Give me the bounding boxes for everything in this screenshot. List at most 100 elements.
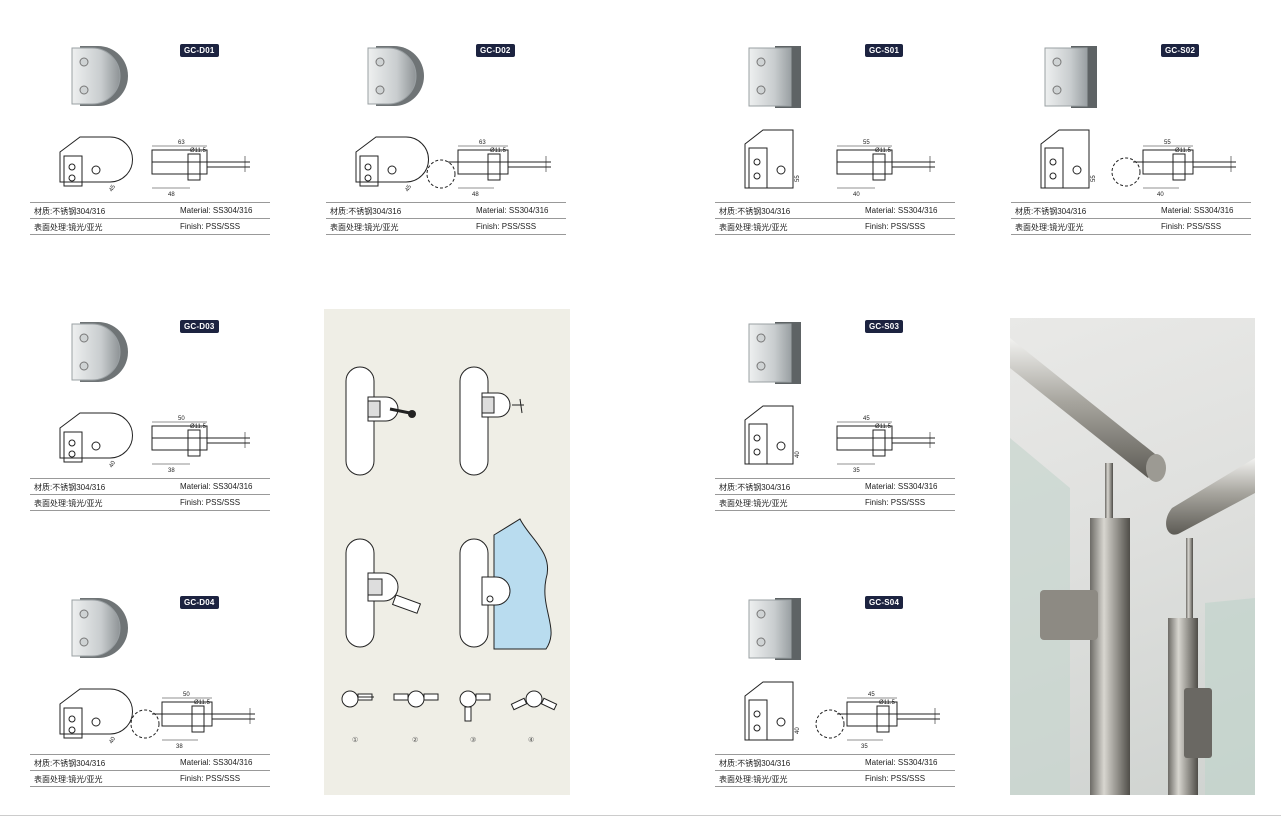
product-photo bbox=[735, 318, 815, 388]
spec-row-material: 材质:不锈钢304/316 Material: SS304/316 bbox=[715, 754, 955, 771]
dim-height: 45 bbox=[346, 170, 348, 177]
spec-table: 材质:不锈钢304/316 Material: SS304/316 表面处理:镜… bbox=[1011, 202, 1251, 235]
step-number-3: ③ bbox=[470, 736, 476, 744]
install-step-fix bbox=[459, 366, 524, 476]
install-step-glass bbox=[459, 518, 552, 650]
dim-depth: 40 bbox=[853, 192, 860, 198]
product-gc-d03: GC-D03 40 40 50 38 Ø11.5 材质:不锈钢304/316 M… bbox=[30, 318, 270, 548]
spec-row-finish: 表面处理:镜光/亚光 Finish: PSS/SSS bbox=[715, 219, 955, 235]
dim-depth: 38 bbox=[176, 744, 183, 750]
dim-radius: 45 bbox=[109, 184, 118, 193]
spec-row-finish: 表面处理:镜光/亚光 Finish: PSS/SSS bbox=[30, 495, 270, 511]
spec-table: 材质:不锈钢304/316 Material: SS304/316 表面处理:镜… bbox=[30, 754, 270, 787]
technical-drawing: 40 40 45 35 Ø11.5 bbox=[731, 398, 955, 478]
product-code-badge: GC-S01 bbox=[865, 44, 904, 57]
finish-en: Finish: PSS/SSS bbox=[180, 774, 241, 783]
product-code-badge: GC-S03 bbox=[865, 320, 904, 333]
installation-photo bbox=[1010, 318, 1255, 795]
spec-row-material: 材质:不锈钢304/316 Material: SS304/316 bbox=[326, 202, 566, 219]
dim-length: 45 bbox=[863, 416, 870, 422]
technical-drawing: 40 40 50 38 Ø11.5 bbox=[46, 674, 270, 754]
finish-en: Finish: PSS/SSS bbox=[476, 222, 537, 231]
product-code-badge: GC-D02 bbox=[476, 44, 515, 57]
product-photo bbox=[735, 42, 815, 112]
finish-en: Finish: PSS/SSS bbox=[180, 498, 241, 507]
material-cn: 材质:不锈钢304/316 bbox=[719, 483, 791, 492]
dim-hole: Ø11.5 bbox=[875, 148, 892, 154]
material-en: Material: SS304/316 bbox=[865, 482, 938, 491]
product-code-badge: GC-D01 bbox=[180, 44, 219, 57]
dim-length: 45 bbox=[868, 692, 875, 698]
dim-width: 55 bbox=[1091, 175, 1097, 182]
technical-drawing: 45 45 63 48 Ø11.5 bbox=[342, 122, 566, 202]
product-code-badge: GC-D03 bbox=[180, 320, 219, 333]
dim-length: 63 bbox=[479, 140, 486, 146]
spec-row-finish: 表面处理:镜光/亚光 Finish: PSS/SSS bbox=[1011, 219, 1251, 235]
finish-en: Finish: PSS/SSS bbox=[865, 222, 926, 231]
finish-en: Finish: PSS/SSS bbox=[180, 222, 241, 231]
dim-hole: Ø11.5 bbox=[194, 700, 211, 706]
spec-row-finish: 表面处理:镜光/亚光 Finish: PSS/SSS bbox=[715, 771, 955, 787]
config-4 bbox=[510, 690, 558, 711]
spec-table: 材质:不锈钢304/316 Material: SS304/316 表面处理:镜… bbox=[715, 202, 955, 235]
finish-cn: 表面处理:镜光/亚光 bbox=[34, 223, 103, 232]
finish-cn: 表面处理:镜光/亚光 bbox=[719, 223, 788, 232]
step-number-2: ② bbox=[412, 736, 418, 744]
product-gc-s04: GC-S04 40 40 45 35 Ø11.5 材质:不锈钢304/316 M… bbox=[715, 594, 955, 824]
dim-height: 40 bbox=[735, 446, 737, 453]
finish-cn: 表面处理:镜光/亚光 bbox=[719, 775, 788, 784]
dim-height: 45 bbox=[735, 170, 737, 177]
spec-table: 材质:不锈钢304/316 Material: SS304/316 表面处理:镜… bbox=[715, 478, 955, 511]
material-cn: 材质:不锈钢304/316 bbox=[1015, 207, 1087, 216]
finish-cn: 表面处理:镜光/亚光 bbox=[34, 775, 103, 784]
spec-row-material: 材质:不锈钢304/316 Material: SS304/316 bbox=[30, 478, 270, 495]
dim-depth: 38 bbox=[168, 468, 175, 474]
finish-en: Finish: PSS/SSS bbox=[1161, 222, 1222, 231]
product-gc-d02: GC-D02 45 45 63 48 Ø11.5 材质:不锈钢304/316 M… bbox=[326, 42, 566, 272]
dim-hole: Ø11.5 bbox=[190, 424, 207, 430]
product-photo bbox=[735, 594, 815, 664]
finish-cn: 表面处理:镜光/亚光 bbox=[719, 499, 788, 508]
finish-cn: 表面处理:镜光/亚光 bbox=[330, 223, 399, 232]
finish-cn: 表面处理:镜光/亚光 bbox=[1015, 223, 1084, 232]
material-cn: 材质:不锈钢304/316 bbox=[330, 207, 402, 216]
product-gc-s02: GC-S02 45 55 55 40 Ø11.5 材质:不锈钢304/316 M… bbox=[1011, 42, 1251, 272]
technical-drawing: 45 55 55 40 Ø11.5 bbox=[1027, 122, 1251, 202]
dim-length: 55 bbox=[1164, 140, 1171, 146]
install-step-insert bbox=[345, 538, 422, 648]
dim-length: 50 bbox=[178, 416, 185, 422]
finish-en: Finish: PSS/SSS bbox=[865, 774, 926, 783]
product-code-badge: GC-S02 bbox=[1161, 44, 1200, 57]
dim-width: 40 bbox=[795, 451, 801, 458]
dim-depth: 35 bbox=[861, 744, 868, 750]
dim-length: 50 bbox=[183, 692, 190, 698]
dim-length: 63 bbox=[178, 140, 185, 146]
material-cn: 材质:不锈钢304/316 bbox=[719, 759, 791, 768]
step-number-1: ① bbox=[352, 736, 358, 744]
dim-hole: Ø11.5 bbox=[879, 700, 896, 706]
config-2 bbox=[393, 690, 439, 708]
product-gc-d01: GC-D01 45 45 63 48 Ø11.5 材质:不锈钢304/316 M… bbox=[30, 42, 270, 272]
product-code-badge: GC-D04 bbox=[180, 596, 219, 609]
dim-height: 40 bbox=[50, 446, 52, 453]
dim-width: 40 bbox=[795, 727, 801, 734]
material-cn: 材质:不锈钢304/316 bbox=[34, 207, 106, 216]
product-gc-d04: GC-D04 40 40 50 38 Ø11.5 材质:不锈钢304/316 M… bbox=[30, 594, 270, 824]
dim-height: 40 bbox=[50, 722, 52, 729]
product-photo bbox=[50, 594, 130, 664]
spec-row-material: 材质:不锈钢304/316 Material: SS304/316 bbox=[715, 202, 955, 219]
material-en: Material: SS304/316 bbox=[180, 206, 253, 215]
product-photo bbox=[50, 42, 130, 112]
dim-height: 45 bbox=[1031, 170, 1033, 177]
dim-depth: 35 bbox=[853, 468, 860, 474]
installation-diagram: ① ② ③ ④ bbox=[324, 309, 570, 795]
finish-cn: 表面处理:镜光/亚光 bbox=[34, 499, 103, 508]
spec-table: 材质:不锈钢304/316 Material: SS304/316 表面处理:镜… bbox=[715, 754, 955, 787]
dim-radius: 45 bbox=[405, 184, 414, 193]
dim-hole: Ø11.5 bbox=[875, 424, 892, 430]
product-photo bbox=[50, 318, 130, 388]
material-en: Material: SS304/316 bbox=[865, 206, 938, 215]
product-code-badge: GC-S04 bbox=[865, 596, 904, 609]
config-1 bbox=[341, 690, 374, 708]
spec-row-material: 材质:不锈钢304/316 Material: SS304/316 bbox=[1011, 202, 1251, 219]
